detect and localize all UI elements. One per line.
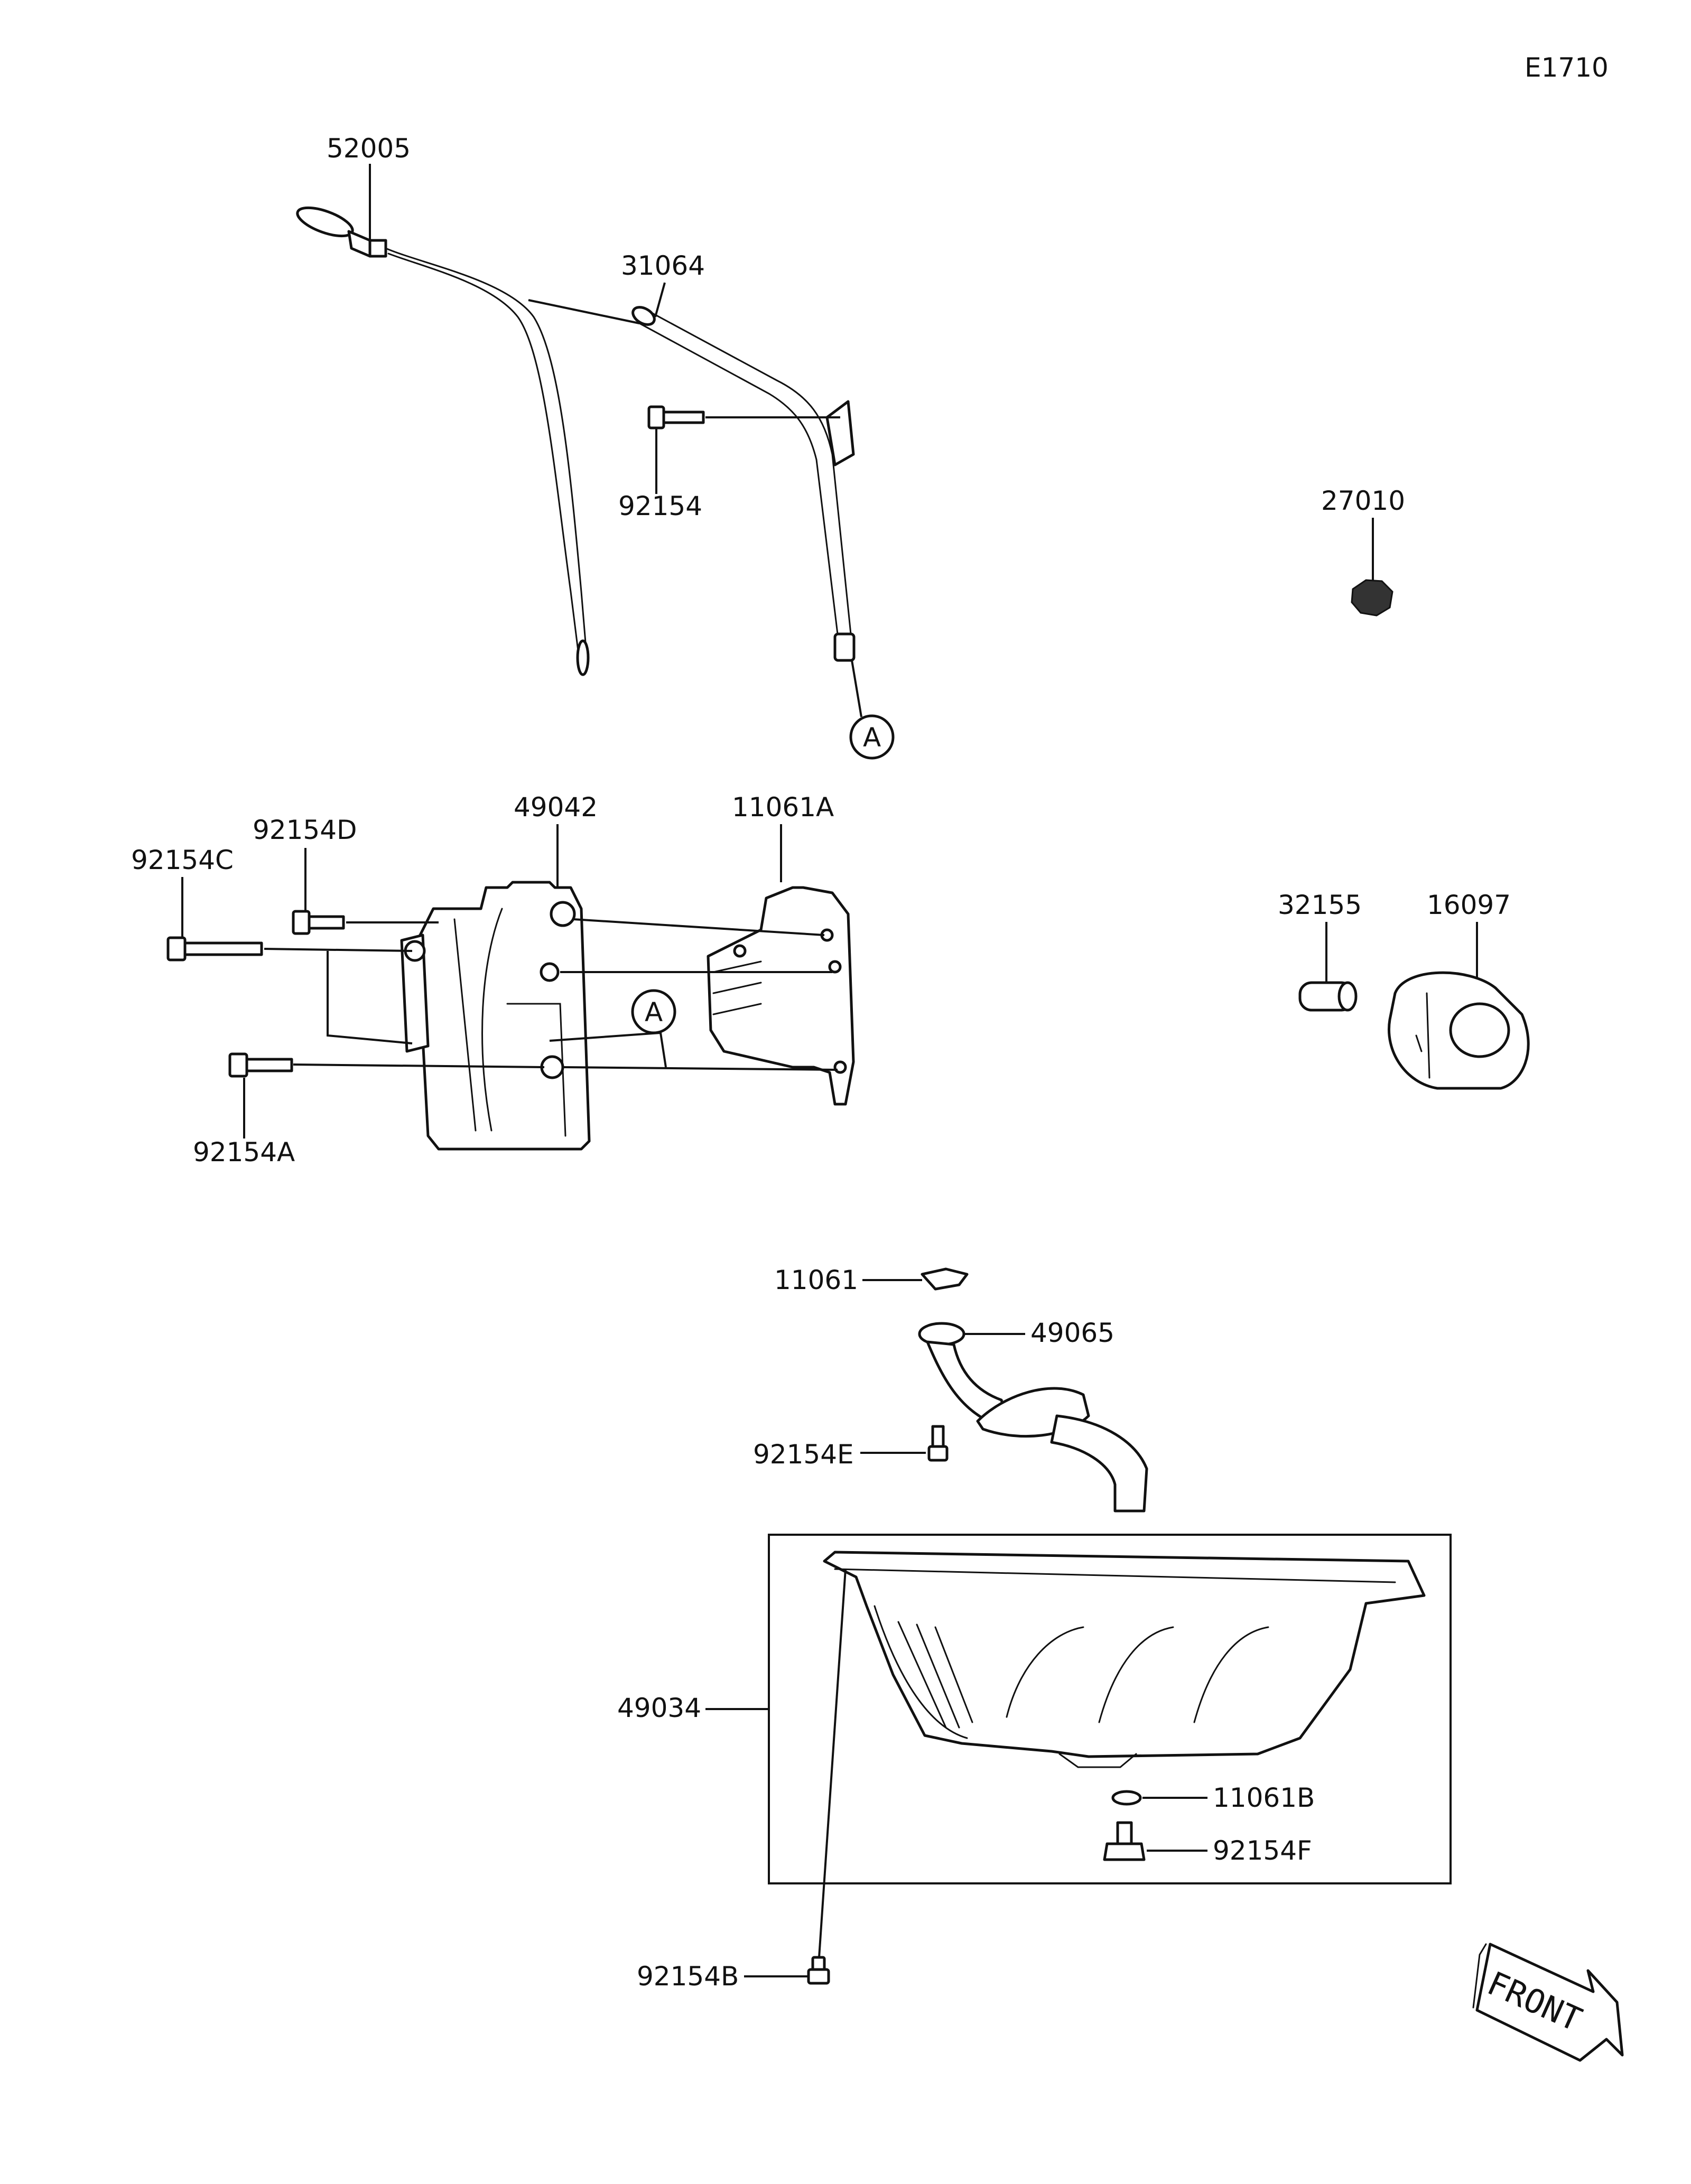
gauge-tube-31064[interactable] bbox=[630, 304, 856, 662]
drain-plug-27010[interactable] bbox=[1351, 579, 1393, 617]
label-11061a: 11061A bbox=[732, 792, 834, 823]
bolt-92154e[interactable] bbox=[927, 1425, 949, 1462]
strainer-gasket-11061[interactable] bbox=[921, 1267, 969, 1291]
svg-text:A: A bbox=[645, 997, 663, 1028]
bolt-92154c[interactable] bbox=[166, 936, 263, 962]
label-11061b: 11061B bbox=[1213, 1782, 1315, 1813]
oil-filter-16097[interactable] bbox=[1388, 971, 1530, 1090]
front-arrow: FRONT bbox=[1472, 1943, 1624, 2062]
drain-bolt-92154f[interactable] bbox=[1103, 1821, 1146, 1861]
label-31064: 31064 bbox=[621, 250, 705, 281]
label-92154: 92154 bbox=[618, 491, 702, 521]
strainer-49065[interactable] bbox=[918, 1322, 1148, 1513]
fitting-32155[interactable] bbox=[1298, 981, 1358, 1012]
label-92154c: 92154C bbox=[131, 845, 234, 875]
label-92154b: 92154B bbox=[637, 1961, 739, 1992]
label-11061: 11061 bbox=[774, 1265, 858, 1295]
oil-pan-49034[interactable] bbox=[823, 1551, 1426, 1768]
connector-mark-a-top: A bbox=[849, 714, 895, 760]
label-92154a: 92154A bbox=[193, 1137, 295, 1168]
washer-11061b[interactable] bbox=[1111, 1790, 1142, 1806]
svg-text:A: A bbox=[863, 722, 881, 753]
diagram-code: E1710 bbox=[1525, 52, 1609, 83]
oil-pump-49042[interactable] bbox=[400, 881, 591, 1151]
label-49065: 49065 bbox=[1030, 1318, 1114, 1348]
label-16097: 16097 bbox=[1427, 890, 1511, 920]
bolt-92154d[interactable] bbox=[292, 910, 345, 935]
label-52005: 52005 bbox=[327, 133, 411, 164]
connector-mark-a-mid: A bbox=[631, 989, 676, 1034]
dipstick-52005[interactable] bbox=[294, 202, 590, 676]
label-49042: 49042 bbox=[514, 792, 598, 823]
bolt-92154a[interactable] bbox=[228, 1052, 293, 1078]
label-92154d: 92154D bbox=[253, 815, 357, 845]
pump-gasket-11061a[interactable] bbox=[707, 886, 855, 1106]
label-32155: 32155 bbox=[1278, 890, 1362, 920]
label-27010: 27010 bbox=[1321, 486, 1405, 516]
label-92154e: 92154E bbox=[753, 1439, 854, 1470]
bolt-92154b[interactable] bbox=[807, 1956, 830, 1985]
bolt-92154[interactable] bbox=[647, 405, 705, 430]
label-49034: 49034 bbox=[617, 1693, 701, 1723]
label-92154f: 92154F bbox=[1213, 1835, 1312, 1866]
